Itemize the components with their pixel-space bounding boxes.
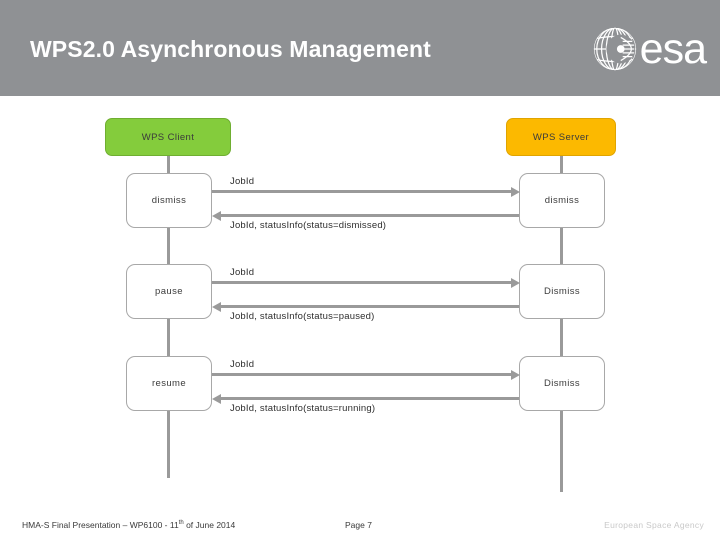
message-arrow-request-2 — [212, 281, 512, 284]
arrow-head-request-1 — [511, 186, 520, 197]
arrow-head-response-3 — [212, 393, 221, 404]
message-arrow-request-3 — [212, 373, 512, 376]
footer-note: HMA-S Final Presentation – WP6100 - 11th… — [22, 520, 235, 530]
activity-box-client-3[interactable]: resume — [126, 356, 212, 411]
message-arrow-response-1 — [221, 214, 519, 217]
arrow-head-request-2 — [511, 277, 520, 288]
actor-wps-client[interactable]: WPS Client — [105, 118, 231, 156]
message-label-request-2: JobId — [230, 267, 255, 278]
message-arrow-response-2 — [221, 305, 519, 308]
activity-box-server-2-label: Dismiss — [543, 286, 581, 297]
actor-wps-client-label: WPS Client — [141, 131, 195, 143]
arrow-head-request-3 — [511, 369, 520, 380]
esa-logo-text: esa — [639, 24, 707, 73]
lifeline-server — [560, 154, 563, 492]
message-label-request-1: JobId — [230, 176, 255, 187]
page-title: WPS2.0 Asynchronous Management — [30, 36, 431, 62]
activity-box-client-2-label: pause — [155, 286, 183, 297]
esa-globe-icon — [593, 27, 636, 71]
message-arrow-request-1 — [212, 190, 512, 193]
activity-box-client-2[interactable]: pause — [126, 264, 212, 319]
header-band: WPS2.0 Asynchronous Management — [0, 0, 720, 96]
esa-logo: esa — [591, 24, 707, 74]
activity-box-server-1[interactable]: dismiss — [519, 173, 605, 228]
footer-note-tail: of June 2014 — [183, 520, 236, 530]
footer-note-main: HMA-S Final Presentation – WP6100 - 11 — [22, 520, 179, 530]
message-arrow-response-3 — [221, 397, 519, 400]
arrow-head-response-2 — [212, 301, 221, 312]
activity-box-client-3-label: resume — [151, 378, 187, 389]
footer: HMA-S Final Presentation – WP6100 - 11th… — [0, 496, 720, 540]
footer-page-number: Page 7 — [345, 520, 372, 530]
activity-box-server-2[interactable]: Dismiss — [519, 264, 605, 319]
footer-agency-name: European Space Agency — [604, 520, 704, 530]
message-label-response-2: JobId, statusInfo(status=paused) — [230, 311, 375, 322]
message-label-request-3: JobId — [230, 359, 255, 370]
activity-box-server-1-label: dismiss — [544, 195, 580, 206]
arrow-head-response-1 — [212, 210, 221, 221]
sequence-diagram: WPS Client WPS Server dismiss dismiss Jo… — [0, 96, 720, 496]
activity-box-server-3-label: Dismiss — [543, 378, 581, 389]
message-label-response-3: JobId, statusInfo(status=running) — [230, 403, 376, 414]
activity-box-client-1-label: dismiss — [151, 195, 187, 206]
footer-note-ordinal: th — [178, 520, 184, 527]
activity-box-client-1[interactable]: dismiss — [126, 173, 212, 228]
actor-wps-server-label: WPS Server — [532, 131, 590, 143]
message-label-response-1: JobId, statusInfo(status=dismissed) — [230, 220, 387, 231]
activity-box-server-3[interactable]: Dismiss — [519, 356, 605, 411]
actor-wps-server[interactable]: WPS Server — [506, 118, 616, 156]
